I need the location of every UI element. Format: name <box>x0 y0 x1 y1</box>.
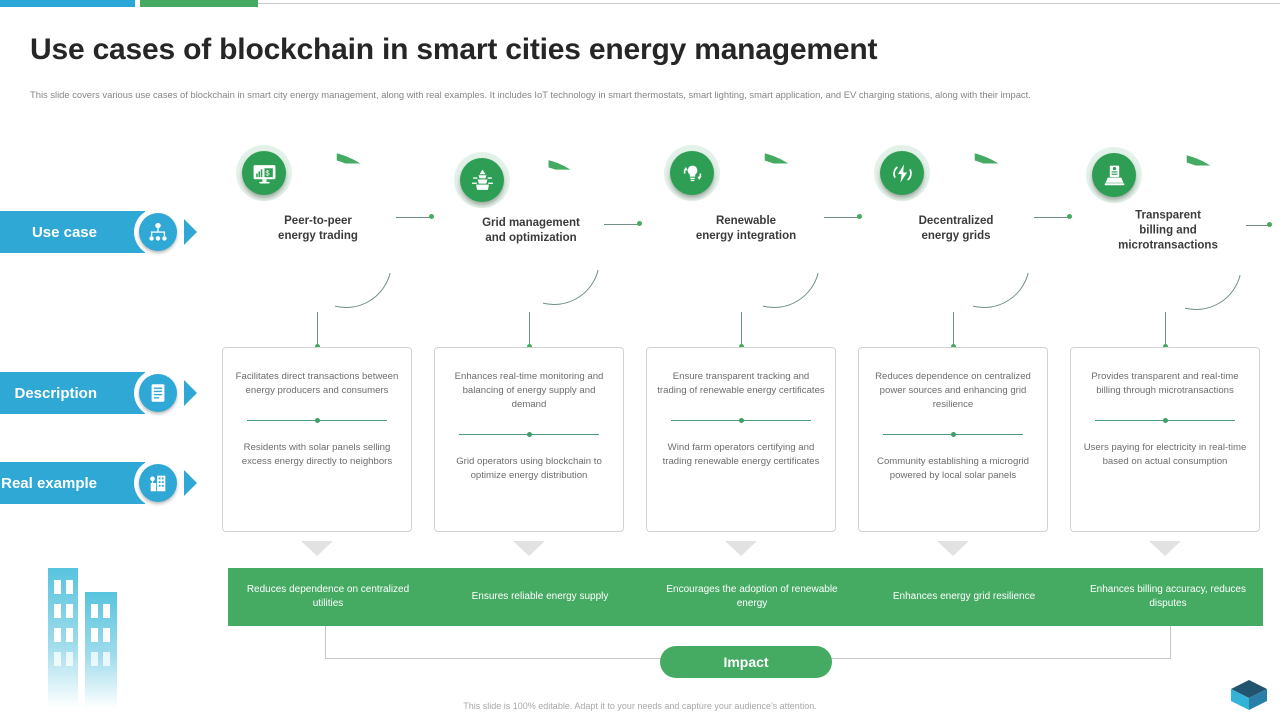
drop-dot-1 <box>315 344 320 349</box>
drop-line-2 <box>529 312 530 348</box>
description-text-5: Provides transparent and real-time billi… <box>1091 371 1239 396</box>
page-title: Use cases of blockchain in smart cities … <box>30 33 878 66</box>
real-example-text-1: Residents with solar panels selling exce… <box>241 442 393 467</box>
use-case-node-2[interactable]: Grid management and optimization <box>454 152 642 304</box>
monitor-chart-icon: $ <box>236 145 292 201</box>
row-label-description-bar: Description <box>0 372 145 414</box>
impact-text-5: Enhances billing accuracy, reduces dispu… <box>1089 584 1246 609</box>
node-connector-stub-4 <box>1034 217 1068 218</box>
card-divider-2 <box>459 432 599 437</box>
node-connector-stub-1 <box>396 217 430 218</box>
node-connector-dot-5 <box>1267 222 1272 227</box>
node-connector-stub-2 <box>604 224 638 225</box>
real-example-text-5: Users paying for electricity in real-tim… <box>1083 442 1247 467</box>
down-arrow-4 <box>937 541 969 556</box>
down-arrow-3 <box>725 541 757 556</box>
row-label-use-case-bar: Use case <box>0 211 145 253</box>
network-node-icon <box>134 208 182 256</box>
real-example-text-4: Community establishing a microgrid power… <box>877 456 1029 481</box>
description-text-2: Enhances real-time monitoring and balanc… <box>454 371 604 410</box>
drop-dot-5 <box>1163 344 1168 349</box>
drop-dot-2 <box>527 344 532 349</box>
card-divider-1 <box>247 418 387 423</box>
node-connector-dot-4 <box>1067 214 1072 219</box>
use-case-label-5: Transparent billing and microtransaction… <box>1118 209 1218 252</box>
detail-card-2: Enhances real-time monitoring and balanc… <box>434 347 624 532</box>
card-divider-4 <box>883 432 1023 437</box>
description-text-3: Ensure transparent tracking and trading … <box>657 371 825 396</box>
footer-note: This slide is 100% editable. Adapt it to… <box>463 701 817 711</box>
city-building-icon <box>134 459 182 507</box>
top-accent-bar-green <box>140 0 258 7</box>
down-arrow-1 <box>301 541 333 556</box>
top-divider-rule <box>258 3 1280 4</box>
card-divider-5 <box>1095 418 1235 423</box>
use-case-label-2: Grid management and optimization <box>482 217 580 244</box>
use-case-label-4: Decentralized energy grids <box>918 215 994 242</box>
drop-dot-3 <box>739 344 744 349</box>
node-connector-stub-5 <box>1246 225 1268 226</box>
use-case-node-4[interactable]: Decentralized energy grids <box>874 145 1072 307</box>
city-buildings-decoration <box>30 560 160 720</box>
svg-text:$: $ <box>265 168 269 177</box>
row-label-real-example-arrow <box>184 470 197 496</box>
top-accent-bars <box>0 0 1280 7</box>
row-label-use-case-text: Use case <box>31 223 97 241</box>
laptop-invoice-icon <box>1086 147 1142 203</box>
use-case-label-3: Renewable energy integration <box>695 215 797 242</box>
use-case-label-1: Peer-to-peer energy trading <box>278 215 358 242</box>
bolt-refresh-icon <box>874 145 930 201</box>
drop-line-1 <box>317 312 318 348</box>
detail-card-1: Facilitates direct transactions between … <box>222 347 412 532</box>
description-text-4: Reduces dependence on centralized power … <box>875 371 1031 410</box>
drop-line-3 <box>741 312 742 348</box>
drop-line-5 <box>1165 312 1166 348</box>
document-lines-icon <box>134 369 182 417</box>
card-divider-3 <box>671 418 811 423</box>
impact-text-1: Reduces dependence on centralized utilit… <box>246 584 410 609</box>
node-connector-dot-3 <box>857 214 862 219</box>
impact-text-4: Enhances energy grid resilience <box>892 591 1036 602</box>
detail-card-3: Ensure transparent tracking and trading … <box>646 347 836 532</box>
impact-text-2: Ensures reliable energy supply <box>471 591 609 602</box>
brand-cube-logo <box>1228 678 1270 712</box>
down-arrow-5 <box>1149 541 1181 556</box>
row-label-real-example-bar: Real example <box>0 462 145 504</box>
real-example-text-2: Grid operators using blockchain to optim… <box>456 456 602 481</box>
page-subtitle: This slide covers various use cases of b… <box>30 89 1031 100</box>
detail-card-5: Provides transparent and real-time billi… <box>1070 347 1260 532</box>
impact-band: Reduces dependence on centralized utilit… <box>228 568 1263 626</box>
row-label-description-arrow <box>184 380 197 406</box>
lightbulb-recycle-icon <box>664 145 720 201</box>
drop-line-4 <box>953 312 954 348</box>
row-label-real-example-text: Real example <box>1 474 97 492</box>
node-connector-dot-2 <box>637 221 642 226</box>
description-text-1: Facilitates direct transactions between … <box>235 371 399 396</box>
use-case-node-3[interactable]: Renewable energy integration <box>664 145 862 307</box>
row-label-description-text: Description <box>14 384 97 402</box>
node-connector-stub-3 <box>824 217 858 218</box>
impact-text-3: Encourages the adoption of renewable ene… <box>666 584 838 609</box>
impact-pill[interactable]: Impact <box>660 646 832 678</box>
top-accent-bar-blue <box>0 0 135 7</box>
use-case-node-5[interactable]: Transparent billing and microtransaction… <box>1086 147 1272 309</box>
power-tower-icon <box>454 152 510 208</box>
drop-dot-4 <box>951 344 956 349</box>
node-connector-dot-1 <box>429 214 434 219</box>
detail-card-4: Reduces dependence on centralized power … <box>858 347 1048 532</box>
real-example-text-3: Wind farm operators certifying and tradi… <box>662 442 820 467</box>
use-case-node-1[interactable]: Peer-to-peer energy trading $ <box>236 145 434 307</box>
row-label-use-case-arrow <box>184 219 197 245</box>
down-arrow-2 <box>513 541 545 556</box>
